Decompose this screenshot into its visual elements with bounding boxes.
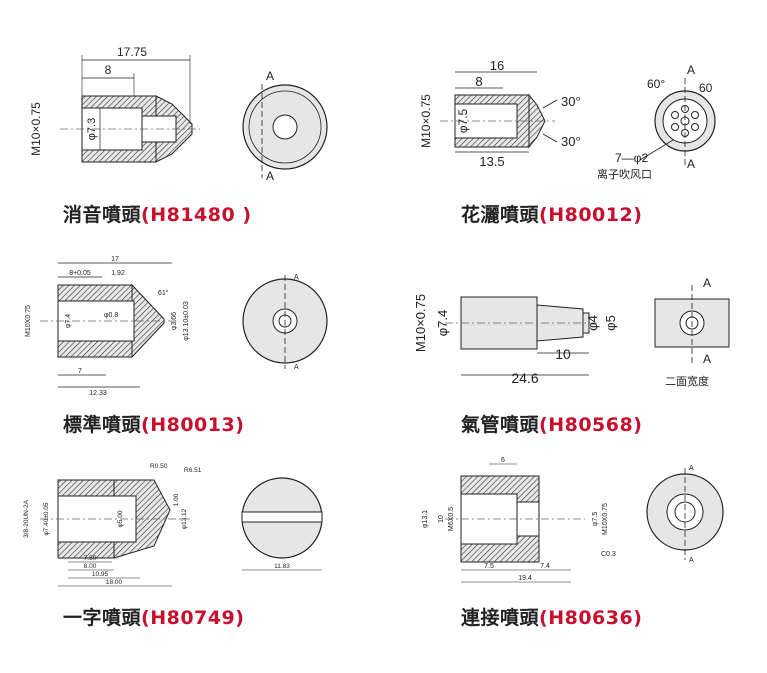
h80013-dim-overall: 17 [111,256,119,263]
h80568-dim-d2: φ5 [603,315,618,331]
h80749-dim-d1: 1.00 [173,493,180,506]
h80012-note: 离子吹风口 [597,167,652,181]
nozzle-h80749: 3/8-20UN-2A φ7.40±0.05 φ5.00 R0.50 R6.51… [0,450,380,673]
h80636-dim-thread: M10X0.75 [602,503,609,535]
h80013-dim-bore: φ7.4 [65,314,72,328]
h80568-section-a-bottom: A [703,352,711,366]
h80749-dim-len2: 8.00 [84,563,97,570]
h80012-angle3: 60° [647,77,665,91]
h80013-dim-angle: 61° [158,289,169,297]
h80012-section-a-bottom: A [687,157,695,171]
h80636-name: 連接噴頭 [461,607,540,629]
h81480-dim-inner: 8 [105,63,112,77]
nozzle-h80013: 17 8+0.05 1.92 61° φ0.8 M10X0.75 φ7.4 φ3… [0,235,380,445]
h80636-dim-outer: φ13.1 [422,510,429,528]
h80012-section-a-top: A [687,63,695,77]
h80012-angle2: 30° [561,134,581,149]
h81480-dim-thread: M10×0.75 [29,102,43,156]
h80013-drawing: 17 8+0.05 1.92 61° φ0.8 M10X0.75 φ7.4 φ3… [25,256,328,397]
h81480-section-a-top: A [266,69,274,83]
h80749-dim-len1: 7.50 [84,555,97,562]
h80012-angle1: 30° [561,94,581,109]
h80636-drawing: 6 φ13.1 10 M6X0.5 φ7.5 M10X0.75 7.5 7.4 … [422,457,724,583]
h80013-dim-len2: 12.33 [89,390,107,397]
h80012-drawing: 16 8 13.5 M10×0.75 φ7.5 30° 30° 60° 60 A… [419,58,716,181]
h80013-dim-inner: 8+0.05 [69,270,91,277]
h80636-dim-bore: φ7.5 [592,512,599,526]
h80636-dim-d10: 10 [438,515,445,523]
nozzle-h80568: M10×0.75 φ7.4 10 24.6 φ4 φ5 A A 二面宽度 氣管噴… [385,235,767,445]
h80636-dim-chamfer: C0.3 [601,551,616,558]
h80636-section-a-bottom: A [689,557,694,564]
h80636-caption: 連接噴頭(H80636) [461,607,643,629]
h80749-dim-width: 11.83 [274,563,290,570]
nozzle-h81480: 17.75 8 M10×0.75 φ7.3 A A 消音噴頭(H81480 ) [0,0,380,230]
h80749-caption: 一字噴頭(H80749) [63,607,245,629]
h80749-code: H80749 [150,607,236,629]
h80012-caption: 花灑噴頭(H80012) [461,204,643,226]
h80749-name: 一字噴頭 [63,607,142,629]
h80749-dim-r2: R6.51 [184,467,202,474]
h81480-drawing: 17.75 8 M10×0.75 φ7.3 A A [29,45,328,183]
h80568-drawing: M10×0.75 φ7.4 10 24.6 φ4 φ5 A A 二面宽度 [413,276,730,388]
h80749-dim-inner: φ5.00 [117,510,124,527]
h80012-name: 花灑噴頭 [461,204,540,226]
nozzle-h80636: 6 φ13.1 10 M6X0.5 φ7.5 M10X0.75 7.5 7.4 … [385,450,767,673]
h81480-dim-bore: φ7.3 [86,118,98,140]
h80012-dim-overall: 16 [490,58,504,73]
h80013-name: 標準噴頭 [63,414,142,436]
h80013-dim-thread: M10X0.75 [25,305,32,337]
h80749-drawing: 3/8-20UN-2A φ7.40±0.05 φ5.00 R0.50 R6.51… [23,463,323,587]
h80013-section-a-bottom: A [294,364,299,371]
h80636-section-a-top: A [689,465,694,472]
h80568-name: 氣管噴頭 [461,414,540,436]
h81480-name: 消音噴頭 [63,204,142,226]
h80012-dim-thread: M10×0.75 [419,94,433,148]
h80636-dim-inner: M6X0.5 [448,507,455,531]
h80749-dim-len3: 10.95 [92,571,109,578]
h80636-code: H80636 [548,607,634,629]
h80568-dim-bore: φ7.4 [435,310,450,337]
h80012-side: 60 [699,81,713,95]
nozzle-h80012: 16 8 13.5 M10×0.75 φ7.5 30° 30° 60° 60 A… [385,0,767,230]
h80013-dim-d2: φ13.10±0.03 [183,301,190,341]
h80568-caption: 氣管噴頭(H80568) [461,414,643,436]
h80012-holes: 7—φ2 [615,151,648,165]
h80013-caption: 標準噴頭(H80013) [63,414,245,436]
h81480-caption: 消音噴頭(H81480 ) [63,204,252,226]
h80012-dim-bore: φ7.5 [456,108,470,133]
h80568-section-a-top: A [703,276,711,290]
h80568-dim-overall: 24.6 [511,370,538,386]
h80013-dim-chamfer: 1.92 [111,270,125,277]
h80013-dim-len1: 7 [78,368,82,375]
h80749-dim-d2: φ13.12 [181,508,188,529]
h81480-dim-overall: 17.75 [117,45,147,59]
h80749-dim-r1: R0.50 [150,463,168,470]
h80013-section-a-top: A [294,274,299,281]
h80012-dim-body: 13.5 [479,154,504,169]
h80568-dim-thread: M10×0.75 [413,294,428,352]
h80013-dim-d1: φ3.66 [171,312,178,330]
h80013-code: H80013 [150,414,236,436]
h80568-dim-d1: φ4 [585,315,600,331]
h80636-dim-len2: 7.4 [540,563,550,570]
h81480-code: H81480 [150,204,236,226]
h80636-dim-overall: 19.4 [518,575,532,582]
h80013-dim-hole: φ0.8 [104,312,118,319]
h80749-dim-thread: 3/8-20UN-2A [23,499,30,538]
h80749-dim-len4: 18.00 [106,579,123,586]
h80636-dim-top: 6 [501,457,505,464]
h81480-section-a-bottom: A [266,169,274,183]
h80636-dim-len1: 7.5 [484,563,494,570]
h80568-dim-tip: 10 [555,346,571,362]
h80568-code: H80568 [548,414,634,436]
h80749-dim-bore: φ7.40±0.05 [43,502,50,535]
h80012-dim-inner: 8 [475,74,482,89]
h80012-code: H80012 [548,204,634,226]
h80568-note: 二面宽度 [665,374,709,388]
